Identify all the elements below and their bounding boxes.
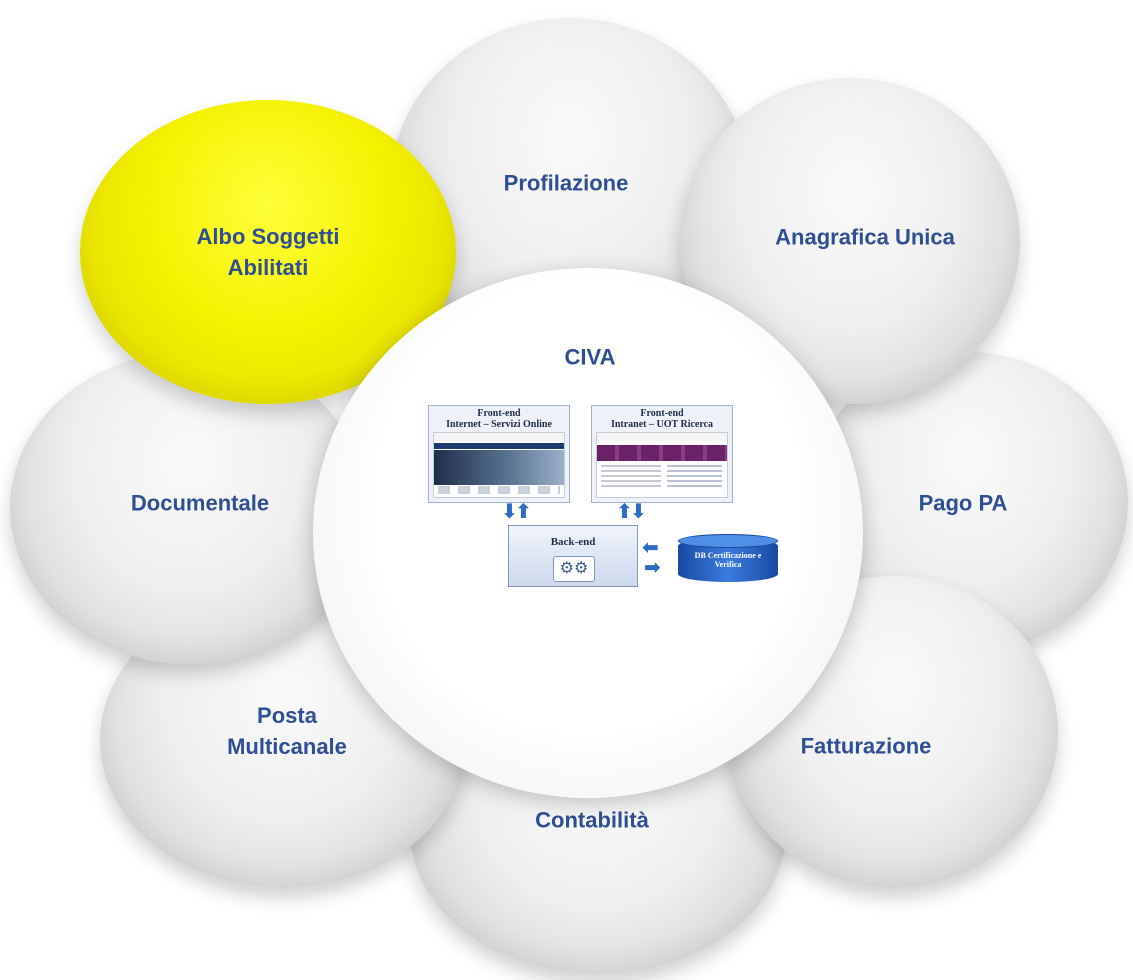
frontend-intranet-screenshot [596, 432, 728, 498]
label-fatturazione: Fatturazione [801, 731, 932, 762]
arrow-up-icon: ⬆ [515, 501, 532, 523]
frontend-intranet-box: Front-end Intranet – UOT Ricerca [591, 405, 733, 503]
label-albo-soggetti-abilitati: Albo Soggetti Abilitati [197, 221, 340, 283]
frontend-intranet-title: Front-end Intranet – UOT Ricerca [592, 406, 732, 430]
label-profilazione: Profilazione [504, 168, 629, 199]
civa-title: CIVA [565, 342, 616, 373]
label-line: Profilazione [503, 170, 629, 196]
label-pago-pa: Pago PA [919, 488, 1008, 519]
architecture-figure: Front-end Internet – Servizi Online Fron… [428, 405, 778, 600]
label-contabilita: Contabilità [535, 805, 649, 836]
frontend-internet-line1: Front-end [477, 408, 521, 419]
civa-title-text: CIVA [564, 344, 616, 370]
screenshot-text-block [601, 465, 661, 489]
label-line: Anagrafica Unica [775, 224, 955, 250]
arrow-right-icon: ➡ [644, 557, 661, 579]
arrow-left-icon: ⬅ [642, 537, 659, 559]
backend-box: Back-end ⚙⚙ [508, 525, 638, 587]
frontend-internet-line2: Internet – Servizi Online [446, 419, 552, 430]
database-line1: DB Certificazione e [694, 551, 762, 560]
arrow-down-icon: ⬇ [630, 501, 647, 523]
database-top [678, 534, 778, 548]
label-line: Contabilità [535, 807, 649, 833]
frontend-internet-box: Front-end Internet – Servizi Online [428, 405, 570, 503]
label-line: Pago PA [918, 490, 1008, 516]
frontend-intranet-line2: Intranet – UOT Ricerca [610, 419, 714, 430]
database-label: DB Certificazione e Verifica [678, 551, 778, 569]
backend-title: Back-end [550, 536, 596, 548]
screenshot-text-block [667, 465, 722, 489]
label-line: Fatturazione [800, 733, 932, 759]
petal-documentale [10, 352, 368, 664]
screenshot-nav-bar [434, 443, 564, 449]
label-posta-multicanale: Posta Multicanale [227, 700, 347, 762]
arrow-down-icon: ⬇ [501, 501, 518, 523]
label-line: Posta [257, 703, 317, 728]
label-documentale: Documentale [131, 488, 269, 519]
gears-icon: ⚙⚙ [553, 556, 595, 582]
frontend-intranet-line1: Front-end [640, 408, 684, 419]
database-line2: Verifica [714, 560, 742, 569]
screenshot-header-bar [597, 433, 727, 441]
arrow-up-icon: ⬆ [616, 501, 633, 523]
screenshot-icon-row [438, 486, 560, 494]
screenshot-menu-tiles [597, 445, 727, 461]
frontend-internet-screenshot [433, 432, 565, 498]
screenshot-header-bar [434, 433, 564, 441]
label-line: Multicanale [227, 734, 347, 759]
screenshot-hero-image [434, 450, 564, 485]
label-line: Documentale [130, 490, 270, 516]
label-line: Abilitati [227, 255, 309, 280]
frontend-internet-title: Front-end Internet – Servizi Online [429, 406, 569, 430]
database-cylinder-icon: DB Certificazione e Verifica [678, 534, 778, 582]
label-line: Albo Soggetti [196, 224, 340, 249]
label-anagrafica-unica: Anagrafica Unica [775, 222, 955, 253]
